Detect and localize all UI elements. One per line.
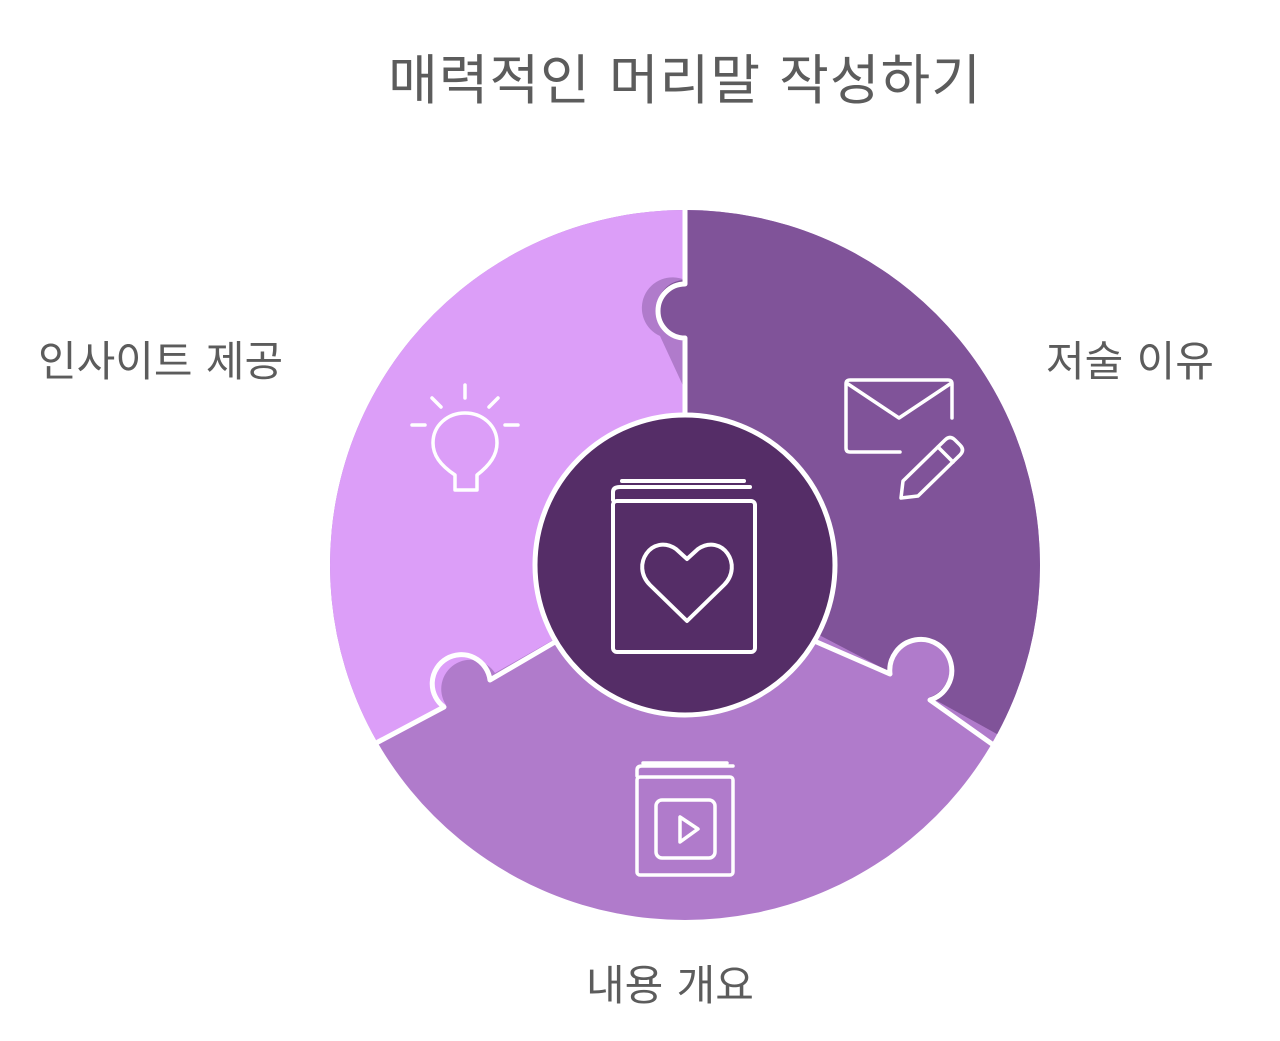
- label-content-overview: 내용 개요: [586, 961, 754, 1010]
- envelope-pencil-icon: [844, 378, 965, 500]
- label-writing-reason: 저술 이유: [1046, 337, 1214, 386]
- video-book-icon: [635, 761, 735, 877]
- lightbulb-icon: [410, 383, 520, 492]
- heart-book-icon: [611, 479, 757, 654]
- label-insight: 인사이트 제공: [38, 337, 284, 386]
- page-title: 매력적인 머리말 작성하기: [388, 49, 982, 112]
- center-hub: [532, 412, 838, 718]
